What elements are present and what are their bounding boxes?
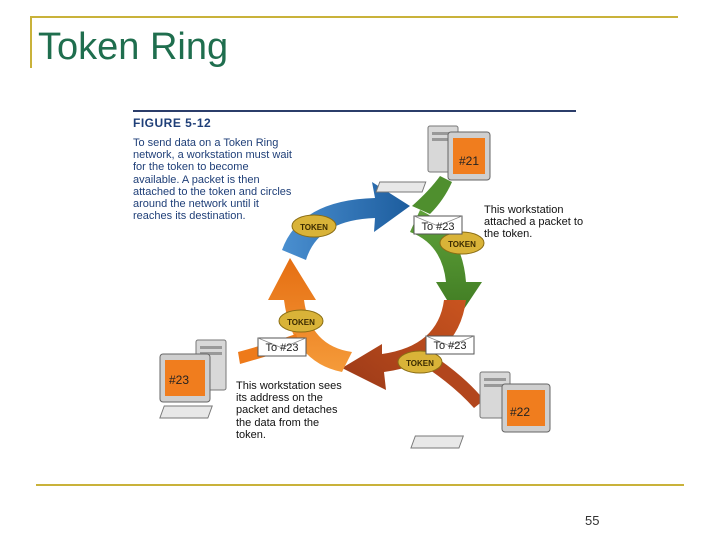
workstation-22-label: #22 — [510, 405, 530, 419]
connector-22 — [430, 360, 484, 408]
workstation-22: #22 — [410, 371, 551, 449]
figure-rule — [133, 110, 576, 112]
token-label: TOKEN — [448, 240, 476, 249]
workstation-23-label: #23 — [169, 373, 189, 387]
frame-top-line — [30, 16, 678, 18]
connector-21 — [412, 176, 452, 214]
packet-top: To #23 — [413, 215, 463, 235]
workstation-23: #23 — [159, 339, 227, 419]
workstation-21: #21 — [375, 125, 491, 193]
slide-title: Token Ring — [38, 26, 229, 68]
ring-arrow-green — [410, 210, 482, 318]
callout-workstation-21: This workstation attached a packet to th… — [484, 204, 584, 241]
packet-label: To #23 — [433, 340, 466, 352]
token-label: TOKEN — [406, 359, 434, 368]
workstation-21-label: #21 — [459, 154, 479, 168]
frame-left-line — [30, 16, 32, 68]
token-left: TOKEN — [291, 214, 337, 238]
token-right: TOKEN — [439, 231, 485, 255]
token-label: TOKEN — [287, 318, 315, 327]
token-bottom: TOKEN — [397, 350, 443, 374]
figure-description: To send data on a Token Ring network, a … — [133, 137, 292, 223]
page-number: 55 — [585, 513, 600, 528]
bottom-rule — [36, 484, 684, 486]
packet-label: To #23 — [265, 342, 298, 354]
packet-lower-left: To #23 — [257, 337, 307, 357]
token-lower-left: TOKEN — [278, 309, 324, 333]
ring-arrow-red — [342, 300, 466, 390]
packet-lower-right: To #23 — [425, 335, 475, 355]
callout-workstation-23: This workstation sees its address on the… — [236, 380, 342, 441]
packet-label: To #23 — [421, 221, 454, 233]
ring-arrow-blue — [282, 182, 410, 260]
ring-arrow-orange — [268, 258, 352, 372]
token-label: TOKEN — [300, 223, 328, 232]
figure-label: FIGURE 5-12 — [133, 116, 212, 130]
